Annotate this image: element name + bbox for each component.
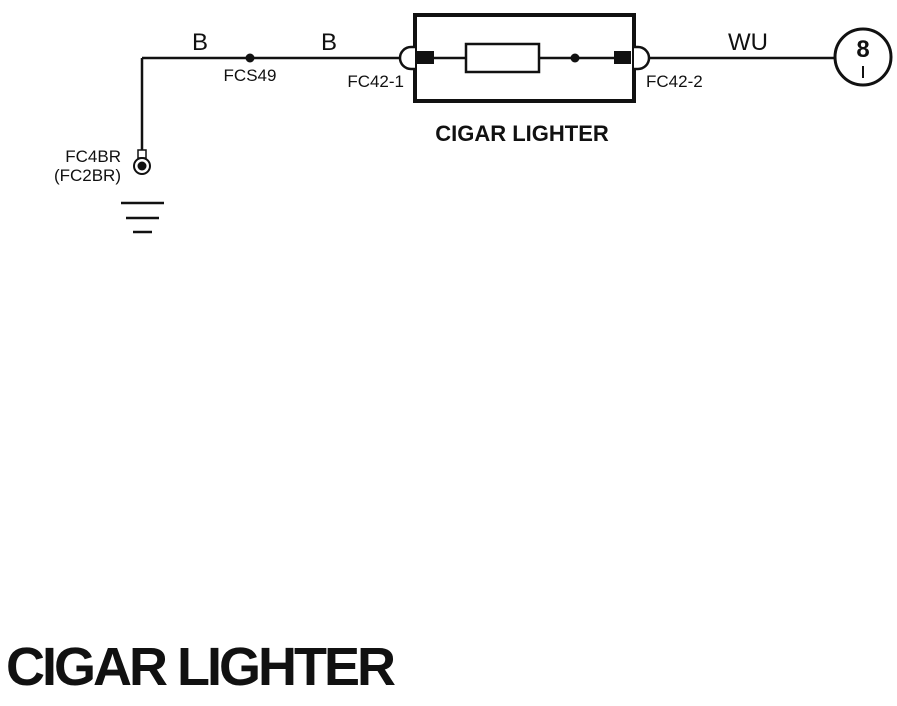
ground-terminal-dot [137,161,147,171]
feed-reference-number: 8 [856,36,869,63]
ground-connector [133,149,151,175]
pin2-terminal [614,51,631,64]
feed-reference: 8 [833,27,893,87]
pin1-label: FC42-1 [347,72,404,91]
page-title: CIGAR LIGHTER [6,637,396,697]
feed-reference-circle [833,27,893,87]
cigar-lighter-component [398,13,651,103]
heating-element [464,42,541,74]
pin2-housing [634,45,651,71]
splice-dot [245,53,255,63]
ground-point-alt-label: (FC2BR) [54,166,121,185]
internal-junction-dot [570,53,580,63]
wire-label-b-right: B [321,29,337,56]
ground-point-label: FC4BR [65,147,121,166]
wires [140,56,834,150]
wire-label-b-left: B [192,29,208,56]
pin2-label: FC42-2 [646,72,703,91]
pin1-terminal [417,51,434,64]
pin1-housing [398,45,415,71]
splice-label: FCS49 [224,66,277,85]
ground-symbol [121,201,164,234]
ground-terminal-tab [137,149,147,159]
wire-label-wu: WU [728,29,768,56]
component-label: CIGAR LIGHTER [435,121,609,146]
